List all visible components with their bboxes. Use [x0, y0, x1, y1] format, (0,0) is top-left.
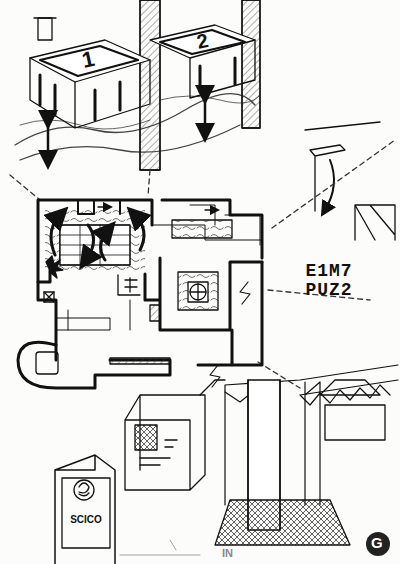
map-title: E1M7 PUZ2 — [296, 262, 362, 300]
sign-panel: SCICO — [67, 513, 105, 528]
node-text: SCICO — [70, 515, 102, 526]
platform-number: 2 — [194, 29, 212, 54]
node-text: 1 — [80, 47, 97, 72]
watermark: G — [371, 535, 383, 551]
node-text: 2 — [195, 30, 210, 53]
faint-note: IN — [222, 548, 233, 560]
platform-number: 1 — [79, 46, 98, 74]
